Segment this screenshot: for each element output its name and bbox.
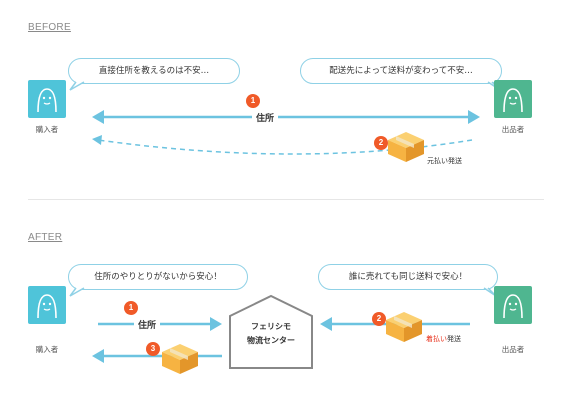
address-label: 住所 <box>134 318 161 331</box>
package-box-icon <box>386 312 422 342</box>
address-arrow-head-right <box>468 110 480 124</box>
shipping-dashed-arrow-head <box>92 135 102 145</box>
shipping-method-label: 元払い発送 <box>427 157 462 165</box>
step-2-badge: 2 <box>372 312 386 326</box>
buyer-avatar <box>28 286 66 324</box>
logistics-center-line2: 物流センター <box>247 336 295 345</box>
logistics-center-line1: フェリシモ <box>251 322 291 331</box>
before-arrows <box>69 81 501 155</box>
before-section-label: BEFORE <box>28 22 71 33</box>
seller-label: 出品者 <box>501 345 525 354</box>
address-label: 住所 <box>252 111 279 124</box>
seller-to-center-head <box>320 317 332 331</box>
step-1-badge: 1 <box>124 301 138 315</box>
logistics-center-building <box>229 294 313 369</box>
buyer-label: 購入者 <box>35 125 59 134</box>
step-1-badge: 1 <box>246 94 260 108</box>
buyer-relief-bubble: 住所のやりとりがないから安心！ <box>68 264 248 290</box>
buyer-label: 購入者 <box>35 345 59 354</box>
step-3-badge: 3 <box>146 342 160 356</box>
address-to-center-head <box>210 317 222 331</box>
seller-avatar <box>494 286 532 324</box>
address-arrow-head-left <box>92 110 104 124</box>
buyer-bubble-tail <box>69 287 85 297</box>
shipping-method-label: 着払い発送 <box>426 334 461 344</box>
section-divider <box>28 199 544 200</box>
step-2-badge: 2 <box>374 136 388 150</box>
buyer-avatar <box>28 80 66 118</box>
package-box-icon <box>388 132 424 162</box>
logistics-center-name: フェリシモ 物流センター <box>232 320 310 348</box>
seller-relief-bubble: 誰に売れても同じ送料で安心！ <box>318 264 498 290</box>
shipping-dashed-arrow <box>97 139 473 155</box>
buyer-bubble-tail <box>69 81 85 91</box>
after-section-label: AFTER <box>28 232 63 243</box>
package-box-icon <box>162 344 198 374</box>
seller-concern-bubble: 配送先によって送料が変わって不安… <box>300 58 502 84</box>
after-arrows <box>69 287 497 369</box>
seller-avatar <box>494 80 532 118</box>
seller-label: 出品者 <box>501 125 525 134</box>
delivery-to-buyer-head <box>92 349 104 363</box>
shipping-text: 発送 <box>447 335 461 343</box>
buyer-concern-bubble: 直接住所を教えるのは不安… <box>68 58 240 84</box>
cash-on-delivery-text: 着払い <box>426 335 447 343</box>
